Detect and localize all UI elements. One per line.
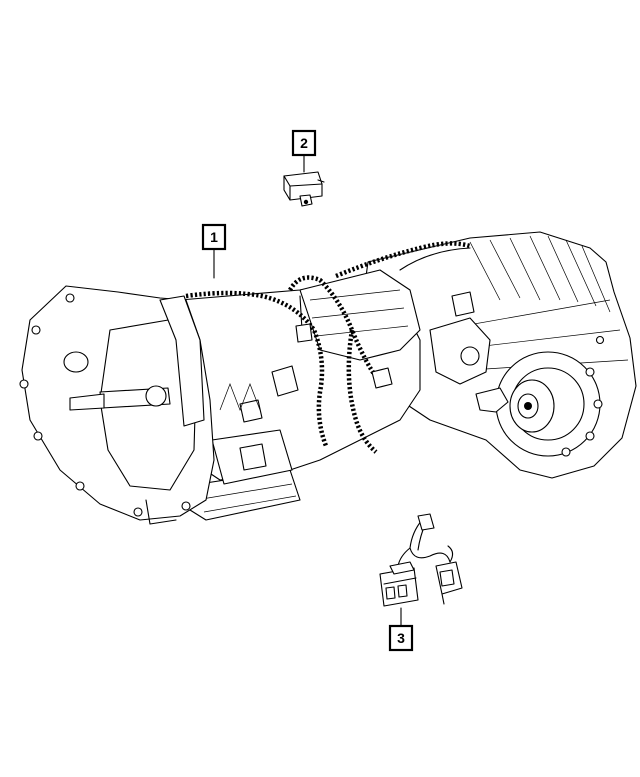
part-2-sensor	[283, 171, 325, 207]
callout-3: 3	[388, 607, 414, 652]
transfer-case	[359, 231, 637, 479]
part-3-connector	[379, 513, 463, 607]
callout-2-label: 2	[300, 135, 308, 151]
callout-3-label: 3	[397, 630, 405, 646]
callout-2: 2	[291, 129, 317, 173]
wiring-harness	[185, 241, 471, 454]
callout-1-label: 1	[210, 229, 218, 245]
transmission-body	[179, 269, 421, 521]
bell-housing	[19, 285, 215, 525]
callout-1: 1	[201, 223, 227, 279]
